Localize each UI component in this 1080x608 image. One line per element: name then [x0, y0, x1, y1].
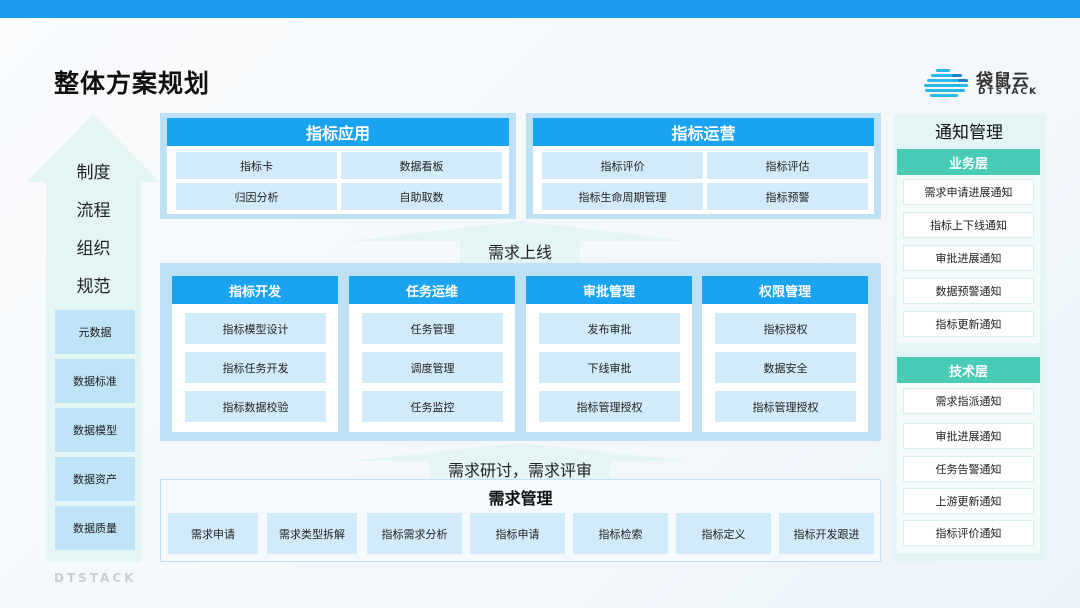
- data-governance-item: 元数据: [55, 310, 135, 354]
- business-notice-item: 审批进展通知: [903, 245, 1034, 271]
- business-notice-item: 指标上下线通知: [903, 212, 1034, 238]
- governance-word: 流程: [76, 201, 111, 221]
- business-notice-item: 指标更新通知: [903, 311, 1034, 337]
- governance-word: 制度: [76, 163, 111, 183]
- approval-card-item: 下线审批: [539, 352, 680, 383]
- page-title: 整体方案规划: [54, 69, 211, 98]
- metric-operation-item: 指标评估: [707, 152, 868, 179]
- data-governance-item: 数据模型: [55, 408, 135, 452]
- governance-word: 规范: [76, 277, 111, 297]
- demand-online-label: 需求上线: [487, 243, 552, 262]
- metric-application-title: 指标应用: [167, 118, 509, 146]
- permission-card-item: 指标授权: [715, 313, 856, 344]
- brand-logo: 袋鼠云 DTSTACK: [922, 66, 1042, 100]
- demand-item: 指标检索: [573, 513, 668, 554]
- metric-operation-item: 指标预警: [707, 183, 868, 210]
- demand-management-title: 需求管理: [488, 489, 553, 508]
- data-governance-item: 数据质量: [55, 506, 135, 550]
- data-governance-item: 数据标准: [55, 359, 135, 403]
- ops-card-item: 任务管理: [362, 313, 503, 344]
- ops-card-item: 调度管理: [362, 352, 503, 383]
- business-notice-item: 需求申请进展通知: [903, 179, 1034, 205]
- ops-card-title: 任务运维: [349, 276, 515, 304]
- demand-item: 指标需求分析: [367, 513, 462, 554]
- tech-notice-item: 审批进展通知: [903, 423, 1034, 449]
- tech-notice-item: 上游更新通知: [903, 488, 1034, 514]
- demand-item: 需求申请: [168, 513, 258, 554]
- permission-card-item: 指标管理授权: [715, 391, 856, 422]
- watermark-text: DTSTACK: [54, 571, 137, 585]
- demand-item: 需求类型拆解: [267, 513, 357, 554]
- approval-card-title: 审批管理: [526, 276, 692, 304]
- demand-item: 指标申请: [470, 513, 565, 554]
- metric-application-item: 指标卡: [176, 152, 337, 179]
- approval-card-item: 发布审批: [539, 313, 680, 344]
- dev-card-item: 指标任务开发: [185, 352, 326, 383]
- logo-text-cn: 袋鼠云: [976, 71, 1030, 91]
- metric-application-item: 数据看板: [341, 152, 502, 179]
- metric-application-item: 归因分析: [176, 183, 337, 210]
- metric-operation-item: 指标评价: [542, 152, 703, 179]
- dev-card-item: 指标数据校验: [185, 391, 326, 422]
- ops-card-item: 任务监控: [362, 391, 503, 422]
- top-accent-bar: [0, 0, 1080, 18]
- dev-card-item: 指标模型设计: [185, 313, 326, 344]
- demand-item: 指标开发跟进: [779, 513, 874, 554]
- data-governance-item: 数据资产: [55, 457, 135, 501]
- left-up-arrow-head: [26, 114, 160, 182]
- notification-title: 通知管理: [935, 123, 1003, 143]
- tech-notice-item: 任务告警通知: [903, 456, 1034, 482]
- tech-notice-item: 需求指派通知: [903, 388, 1034, 414]
- governance-word: 组织: [76, 239, 111, 259]
- tech-layer-title: 技术层: [897, 357, 1040, 383]
- demand-review-label: 需求研讨，需求评审: [447, 461, 592, 480]
- metric-application-item: 自助取数: [341, 183, 502, 210]
- metric-operation-item: 指标生命周期管理: [542, 183, 703, 210]
- logo-text-en: DTSTACK: [978, 87, 1039, 97]
- permission-card-title: 权限管理: [702, 276, 868, 304]
- tech-notice-item: 指标评价通知: [903, 520, 1034, 546]
- approval-card-item: 指标管理授权: [539, 391, 680, 422]
- demand-review-arrow: [350, 443, 690, 479]
- metric-operation-title: 指标运营: [533, 118, 874, 146]
- demand-online-arrow: [350, 221, 690, 263]
- permission-card-item: 数据安全: [715, 352, 856, 383]
- business-notice-item: 数据预警通知: [903, 278, 1034, 304]
- kangaroo-cloud-logo-icon: [924, 69, 968, 97]
- dev-card-title: 指标开发: [172, 276, 338, 304]
- demand-item: 指标定义: [676, 513, 771, 554]
- business-layer-title: 业务层: [897, 149, 1040, 175]
